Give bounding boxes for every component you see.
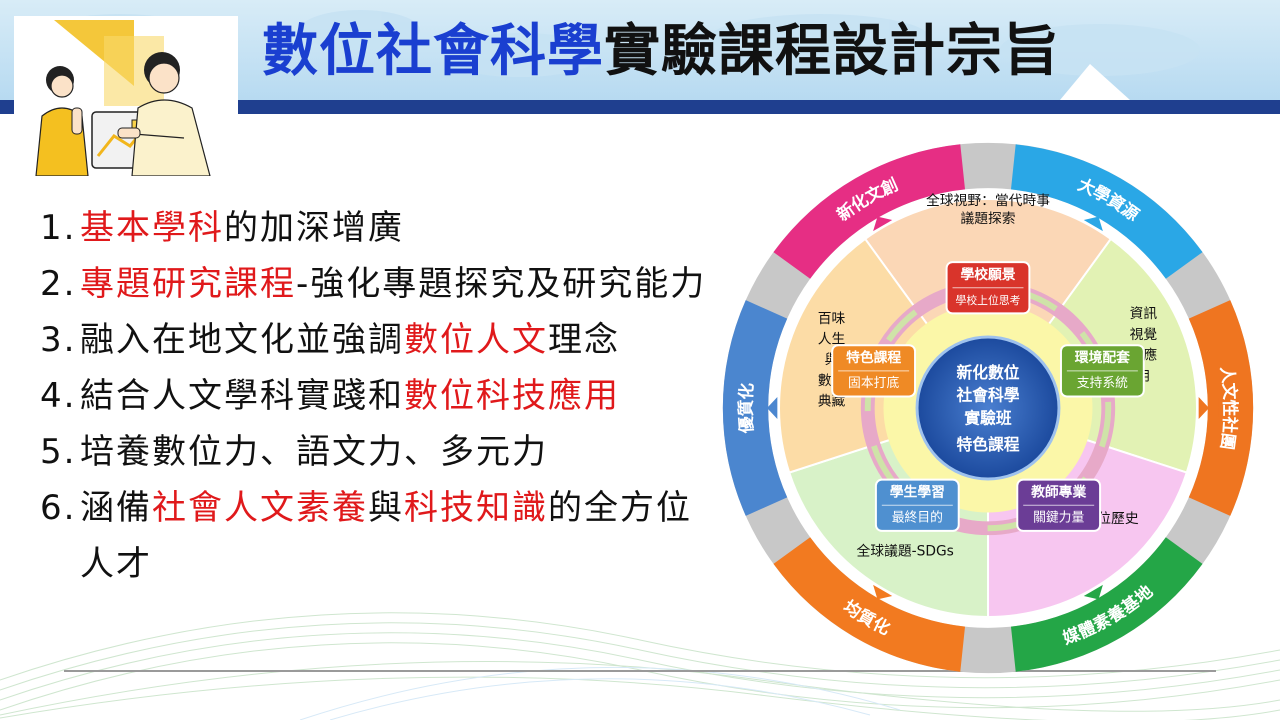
aim-text: 培養數位力、語文力、多元力 <box>80 432 548 472</box>
ring-label: 人文性社團 <box>1217 365 1240 451</box>
aim-highlight: 數位人文 <box>404 320 548 360</box>
center-circle <box>915 335 1061 481</box>
pillar-node-subtitle: 最終目的 <box>892 510 943 526</box>
ring-arrow-icon <box>1198 396 1219 420</box>
ring-label-text: 人文性社團 <box>1217 365 1240 451</box>
aim-item: 4.結合人文學科實踐和數位科技應用 <box>40 368 720 424</box>
ring-arrow-icon <box>757 396 778 420</box>
sector-label: 視覺 <box>1130 327 1158 343</box>
aim-text: 的全方位人才 <box>80 488 692 584</box>
aim-item: 2.專題研究課程-強化專題探究及研究能力 <box>40 256 720 312</box>
sector-label: 百味 <box>818 311 846 327</box>
sector-label: 典藏 <box>818 394 846 410</box>
sector-label: 人生 <box>818 331 846 347</box>
sector-label: 全球議題-SDGs <box>857 542 954 559</box>
center-label: 社會科學 <box>955 386 1019 405</box>
pillar-node-subtitle: 學校上位思考 <box>956 293 1021 307</box>
aim-text: 與 <box>368 488 404 528</box>
title-accent: 數位社會科學 <box>262 19 604 84</box>
aim-highlight: 社會人文素養 <box>152 488 368 528</box>
outer-ring-segment <box>722 300 788 516</box>
aim-item: 1.基本學科的加深增廣 <box>40 200 720 256</box>
aim-highlight: 科技知識 <box>404 488 548 528</box>
sector-label: 全球視野：當代時事 <box>926 192 1050 209</box>
aim-item: 6.涵備社會人文素養與科技知識的全方位人才 <box>40 480 720 592</box>
people-illustration <box>14 16 238 176</box>
connector-ring-accent <box>864 284 1112 532</box>
aim-number: 6. <box>40 488 77 528</box>
ring-arrow-icon <box>864 203 893 232</box>
aim-number: 1. <box>40 208 77 248</box>
aim-highlight: 數位科技應用 <box>404 376 620 416</box>
sector-label: 議題探索 <box>960 210 1015 227</box>
pillar-node-title: 學生學習 <box>890 483 945 500</box>
pillar-node-title: 特色課程 <box>846 349 901 366</box>
sector-label: 資訊 <box>1130 306 1158 322</box>
aim-text: 結合人文學科實踐和 <box>80 376 404 416</box>
aim-text: 的加深增廣 <box>224 208 404 248</box>
pillar-node-subtitle: 支持系統 <box>1077 376 1128 391</box>
pillar-node-title: 學校願景 <box>960 266 1015 283</box>
pillar-node-subtitle: 固本打底 <box>848 375 899 391</box>
center-label: 實驗班 <box>964 408 1012 427</box>
aim-number: 2. <box>40 264 77 304</box>
ring-label-text: 優質化 <box>736 382 757 435</box>
aim-text: -強化專題探究及研究能力 <box>296 264 707 304</box>
aim-item: 5.培養數位力、語文力、多元力 <box>40 424 720 480</box>
ring-label: 優質化 <box>736 382 757 435</box>
aim-text: 涵備 <box>80 488 152 528</box>
bottom-divider <box>64 670 1216 672</box>
aim-item: 3.融入在地文化並強調數位人文理念 <box>40 312 720 368</box>
pillar-node-title: 環境配套 <box>1075 349 1130 366</box>
ring-arrow-icon <box>864 584 893 613</box>
pillar-node-subtitle: 關鍵力量 <box>1033 510 1084 526</box>
aim-number: 4. <box>40 376 77 416</box>
center-label: 特色課程 <box>956 435 1019 454</box>
aim-number: 3. <box>40 320 77 360</box>
pillar-node-title: 教師專業 <box>1031 483 1086 500</box>
aim-text: 理念 <box>548 320 620 360</box>
outer-ring-segment <box>1188 300 1254 516</box>
aim-number: 5. <box>40 432 77 472</box>
aim-text: 融入在地文化並強調 <box>80 320 404 360</box>
ring-arrow-icon <box>1083 584 1112 613</box>
page-title: 數位社會科學實驗課程設計宗旨 <box>262 16 1060 88</box>
center-label: 新化數位 <box>956 363 1019 382</box>
curriculum-wheel-diagram: 大學資源人文性社團媒體素養基地均質化優質化新化文創全球視野：當代時事議題探索資訊… <box>722 142 1254 674</box>
ring-arrow-icon <box>1083 203 1112 232</box>
aim-highlight: 基本學科 <box>80 208 224 248</box>
aim-highlight: 專題研究課程 <box>80 264 296 304</box>
title-rest: 實驗課程設計宗旨 <box>604 19 1060 84</box>
